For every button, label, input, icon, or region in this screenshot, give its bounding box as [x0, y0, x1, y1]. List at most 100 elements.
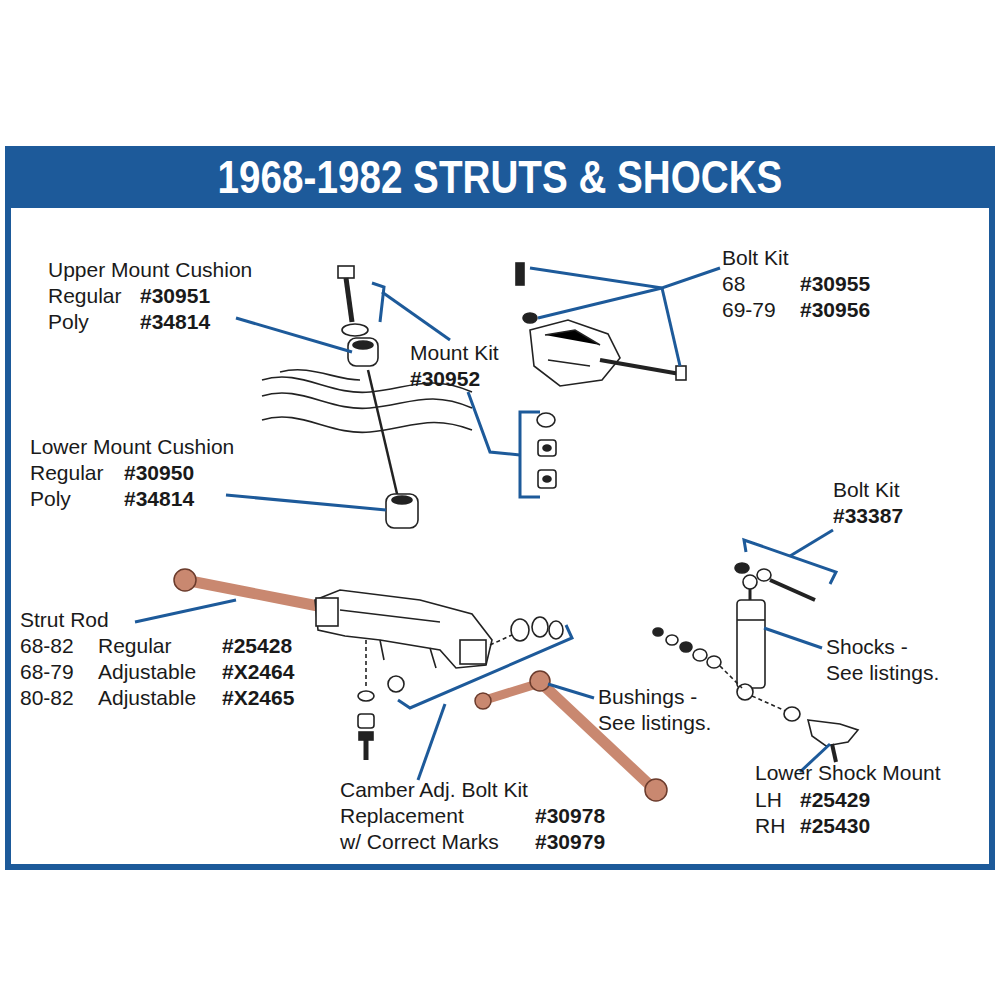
strut-rod	[645, 779, 667, 801]
upper-bracket	[516, 263, 524, 285]
leader-line	[764, 628, 822, 648]
leader-line	[382, 292, 450, 340]
part-number: #X2465	[222, 687, 294, 709]
part-number: #30955	[800, 273, 870, 295]
part-label: 80-82	[20, 687, 74, 709]
mount-kit-nuts	[543, 476, 551, 482]
upper-bracket	[530, 320, 620, 386]
strut-rod	[475, 693, 491, 709]
upper-bracket	[523, 313, 537, 323]
part-label: Mount Kit	[410, 342, 499, 364]
lower-mount-cushion	[392, 496, 412, 504]
camber-bolt-parts	[511, 619, 529, 641]
crossmember	[315, 590, 492, 668]
upper-bracket	[545, 330, 600, 366]
part-label: Upper Mount Cushion	[48, 259, 252, 281]
shock-absorber	[737, 619, 765, 621]
part-label: Replacement	[340, 805, 464, 827]
shock-absorber	[720, 666, 742, 688]
leader-line	[372, 283, 384, 322]
upper-bracket	[516, 263, 686, 386]
leader-line	[236, 318, 352, 352]
leader-line	[468, 392, 520, 455]
upper-bracket	[676, 366, 686, 380]
part-number: #30978	[535, 805, 605, 827]
camber-bolt-parts	[490, 635, 512, 645]
crossmember	[364, 738, 369, 760]
mount-kit-nuts	[538, 470, 556, 488]
part-label: Lower Mount Cushion	[30, 436, 234, 458]
crossmember	[460, 640, 486, 664]
frame-rail	[262, 417, 472, 432]
crossmember	[365, 640, 367, 688]
mount-kit-nuts	[538, 440, 556, 456]
leader-line	[418, 704, 445, 780]
shock-absorber	[693, 649, 707, 661]
part-label: Poly	[30, 488, 71, 510]
shock-absorber	[743, 575, 757, 589]
part-label: Camber Adj. Bolt Kit	[340, 779, 528, 801]
part-label: Strut Rod	[20, 609, 109, 631]
part-number: #30956	[800, 299, 870, 321]
part-label: Bushings -	[598, 686, 697, 708]
part-number: #30951	[140, 285, 210, 307]
upper-mount	[348, 338, 378, 366]
part-number: #30950	[124, 462, 194, 484]
lower-mount-cushion	[386, 494, 418, 528]
part-label: Adjustable	[98, 661, 196, 683]
upper-mount	[353, 341, 373, 349]
leader-line	[135, 600, 236, 622]
crossmember	[316, 598, 338, 626]
part-number: #30952	[410, 368, 480, 390]
mount-kit-nuts	[537, 413, 555, 427]
shock-absorber	[666, 635, 678, 645]
part-number: #34814	[140, 311, 210, 333]
part-number: #30979	[535, 831, 605, 853]
upper-mount	[346, 278, 352, 322]
part-label: See listings.	[598, 712, 711, 734]
crossmember	[359, 732, 373, 740]
strut-rod	[185, 580, 318, 606]
shock-absorber	[752, 696, 788, 712]
part-number: #X2464	[222, 661, 294, 683]
frame-rail	[262, 393, 472, 408]
part-label: Regular	[48, 285, 122, 307]
title-band	[5, 146, 995, 208]
part-label: Poly	[48, 311, 89, 333]
crossmember	[358, 714, 374, 728]
shock-absorber	[757, 569, 771, 581]
part-label: 68-79	[20, 661, 74, 683]
mount-kit-nuts	[543, 445, 551, 451]
upper-mount	[368, 370, 398, 498]
part-label: w/ Correct Marks	[340, 831, 499, 853]
diagram-title: 1968-1982 STRUTS & SHOCKS	[80, 151, 920, 203]
camber-bolt-parts	[549, 621, 563, 639]
shock-absorber	[735, 563, 749, 573]
leader-line	[744, 540, 836, 584]
shock-absorber	[749, 589, 752, 600]
shock-absorber	[808, 720, 858, 746]
part-number: #25429	[800, 789, 870, 811]
title-band	[5, 146, 995, 867]
crossmember	[388, 676, 404, 692]
part-label: Bolt Kit	[833, 479, 900, 501]
strut-rod	[174, 569, 196, 591]
upper-mount	[338, 266, 398, 498]
part-number: #25430	[800, 815, 870, 837]
leader-line	[226, 495, 386, 510]
shock-absorber	[784, 707, 800, 721]
shock-absorber	[653, 628, 663, 636]
camber-bolt-parts	[490, 617, 563, 645]
part-label: 68-82	[20, 635, 74, 657]
shock-absorber	[707, 656, 721, 668]
leader-line	[790, 530, 833, 556]
part-label: Bolt Kit	[722, 247, 789, 269]
camber-bolt-parts	[532, 617, 548, 637]
frame-rail	[280, 370, 360, 380]
part-label: Regular	[30, 462, 104, 484]
upper-bracket	[600, 360, 680, 374]
part-label: See listings.	[826, 662, 939, 684]
crossmember	[315, 590, 492, 760]
shock-absorber	[737, 600, 765, 688]
